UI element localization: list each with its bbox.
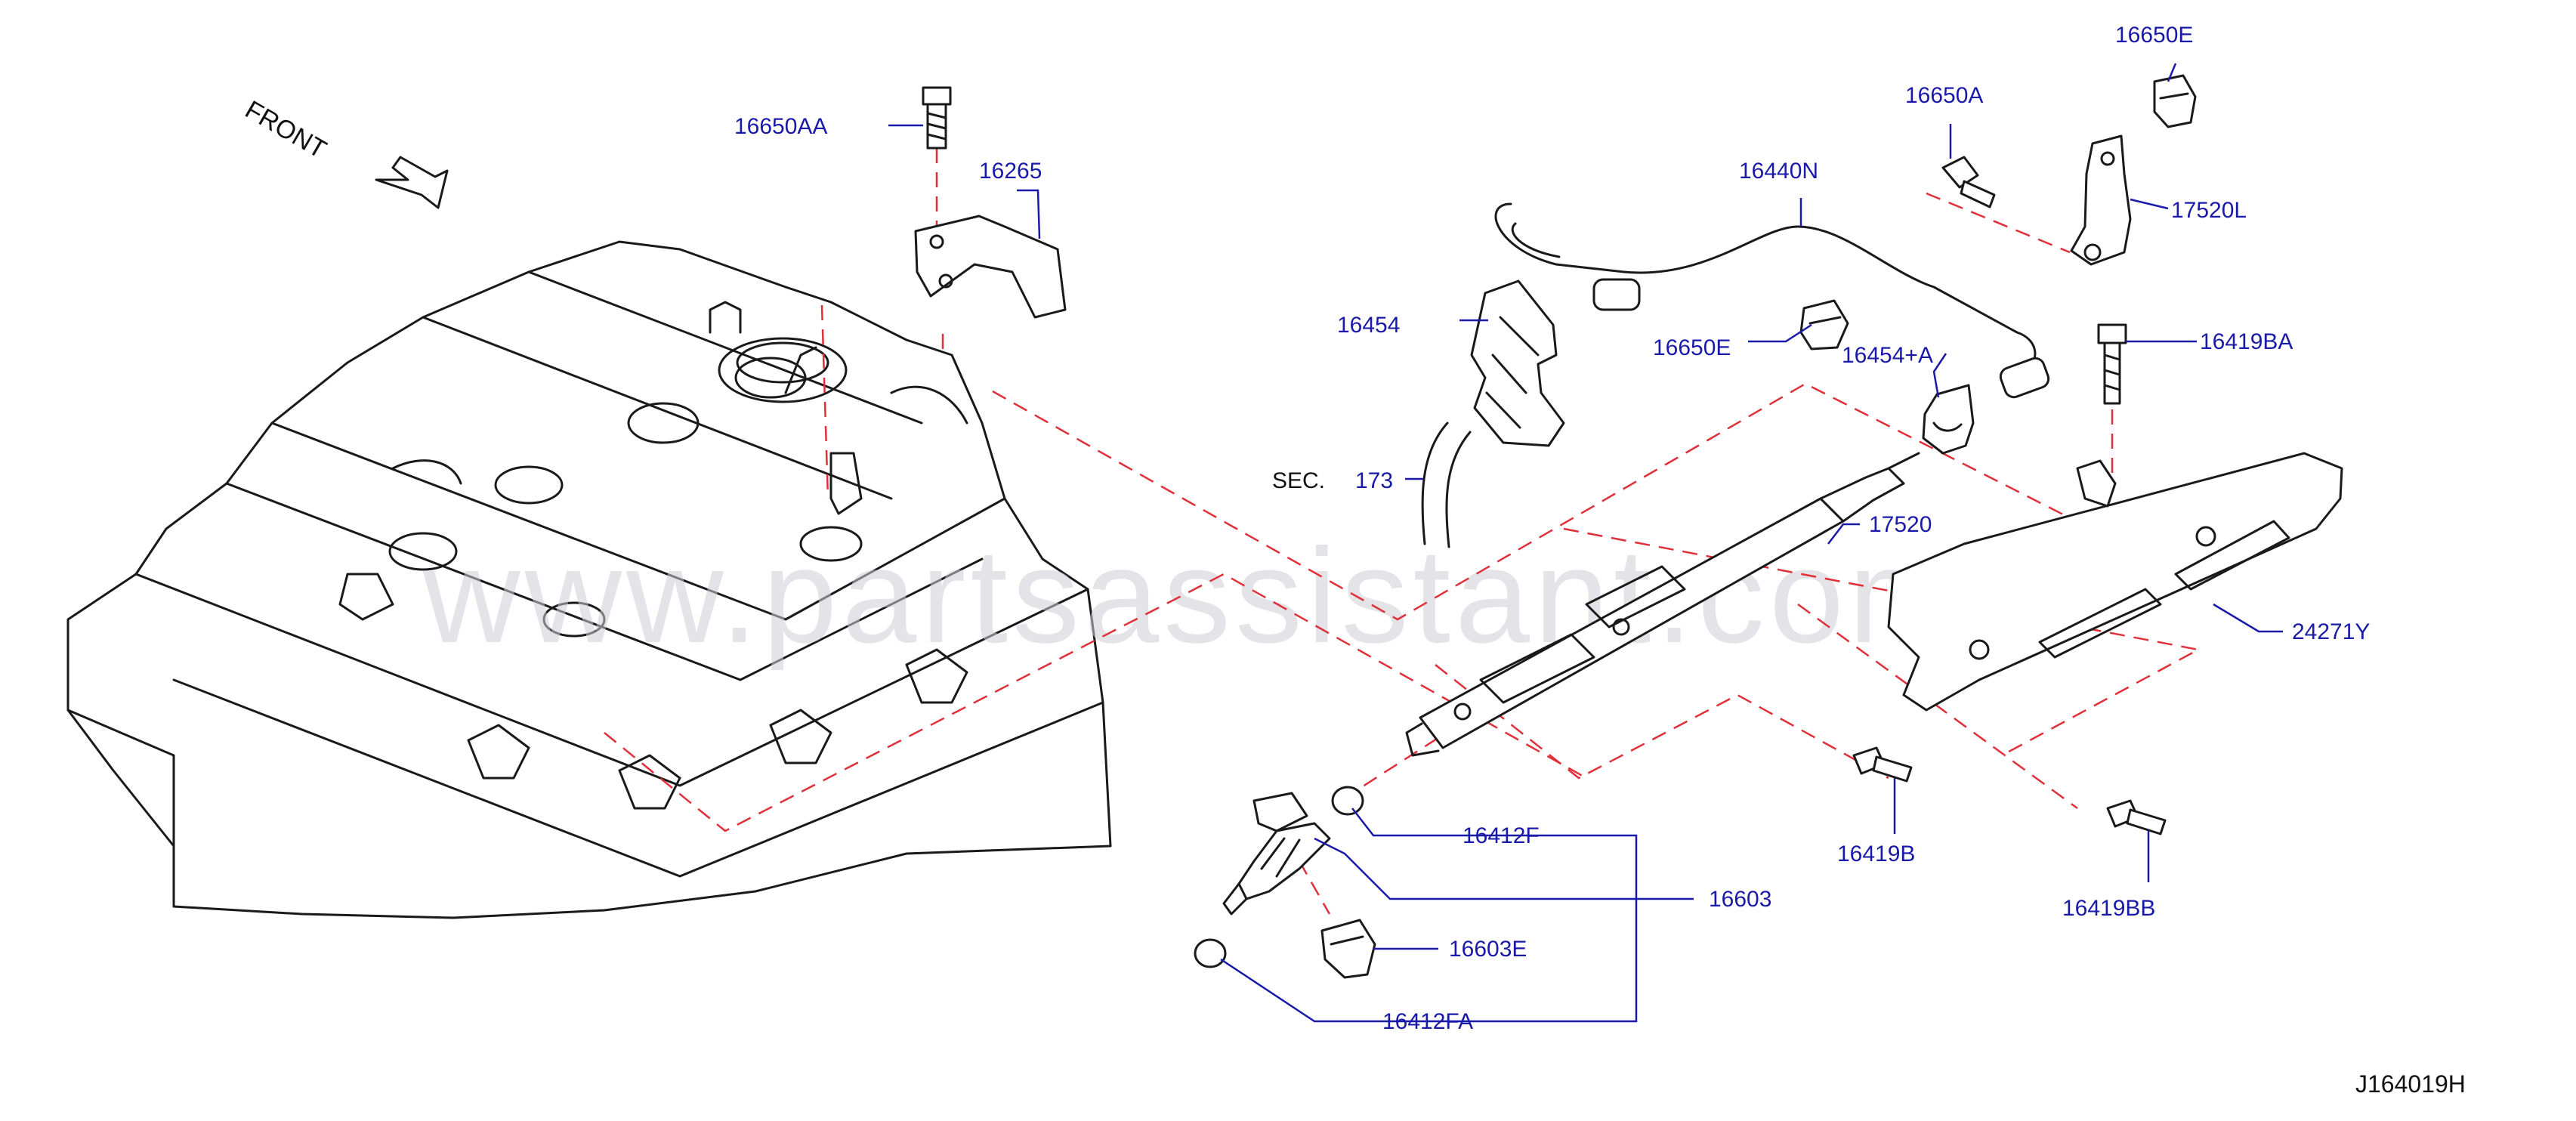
part-16454A [1922, 384, 1975, 455]
front-label: FRONT [240, 95, 331, 164]
part-16650A [1941, 156, 1996, 208]
part-16419BA [2097, 323, 2127, 405]
front-indicator: FRONT [240, 95, 449, 209]
part-16412F-oring [1331, 786, 1364, 816]
part-16650E-mid [1799, 299, 1849, 351]
label-17520L[interactable]: 17520L [2171, 198, 2247, 223]
part-16419B [1852, 746, 1913, 783]
part-16603E-clip [1320, 919, 1376, 979]
label-16650E-top[interactable]: 16650E [2115, 23, 2193, 48]
label-16412FA[interactable]: 16412FA [1382, 1009, 1473, 1034]
part-16412FA-oring [1194, 938, 1227, 968]
part-16265 [914, 215, 1067, 319]
part-16603-injector [1222, 792, 1331, 916]
part-17520-fuel-rail [1405, 452, 1920, 757]
label-17520[interactable]: 17520 [1869, 512, 1932, 537]
label-sec-prefix: SEC. [1272, 468, 1325, 493]
part-16454 [1470, 279, 1565, 447]
part-16650AA [922, 86, 952, 150]
part-16419BB [2106, 799, 2167, 835]
label-16419BB[interactable]: 16419BB [2062, 896, 2155, 921]
part-17520L [2070, 134, 2132, 266]
engine-block [66, 240, 1112, 919]
label-16454A[interactable]: 16454+A [1842, 343, 1933, 368]
part-16650E-top [2153, 74, 2197, 128]
label-16603E[interactable]: 16603E [1449, 937, 1527, 962]
part-24271Y-bracket [1887, 452, 2343, 712]
label-16454[interactable]: 16454 [1337, 313, 1400, 338]
front-arrow-icon [375, 156, 449, 209]
label-16412F[interactable]: 16412F [1463, 823, 1540, 848]
part-sec-173-hose [1421, 422, 1472, 548]
label-16419BA[interactable]: 16419BA [2200, 329, 2293, 354]
part-16440N [1494, 202, 2050, 399]
label-16419B[interactable]: 16419B [1837, 842, 1915, 866]
watermark: www.partsassistant.com [422, 520, 1965, 671]
label-24271Y[interactable]: 24271Y [2292, 619, 2370, 644]
label-16650E-mid[interactable]: 16650E [1653, 335, 1731, 360]
label-16440N[interactable]: 16440N [1739, 159, 1818, 184]
label-16603[interactable]: 16603 [1709, 887, 1771, 912]
leader-lines [888, 63, 2283, 1023]
part-labels: 16650AA 16265 16650E 16650A 16440N 17520… [734, 23, 2370, 1034]
label-16265[interactable]: 16265 [979, 159, 1042, 184]
label-sec-173[interactable]: 173 [1355, 468, 1393, 493]
figure-code: J164019H [2355, 1070, 2466, 1098]
label-16650AA[interactable]: 16650AA [734, 114, 827, 139]
assembly-guides [604, 148, 2201, 915]
label-16650A[interactable]: 16650A [1905, 83, 1983, 108]
